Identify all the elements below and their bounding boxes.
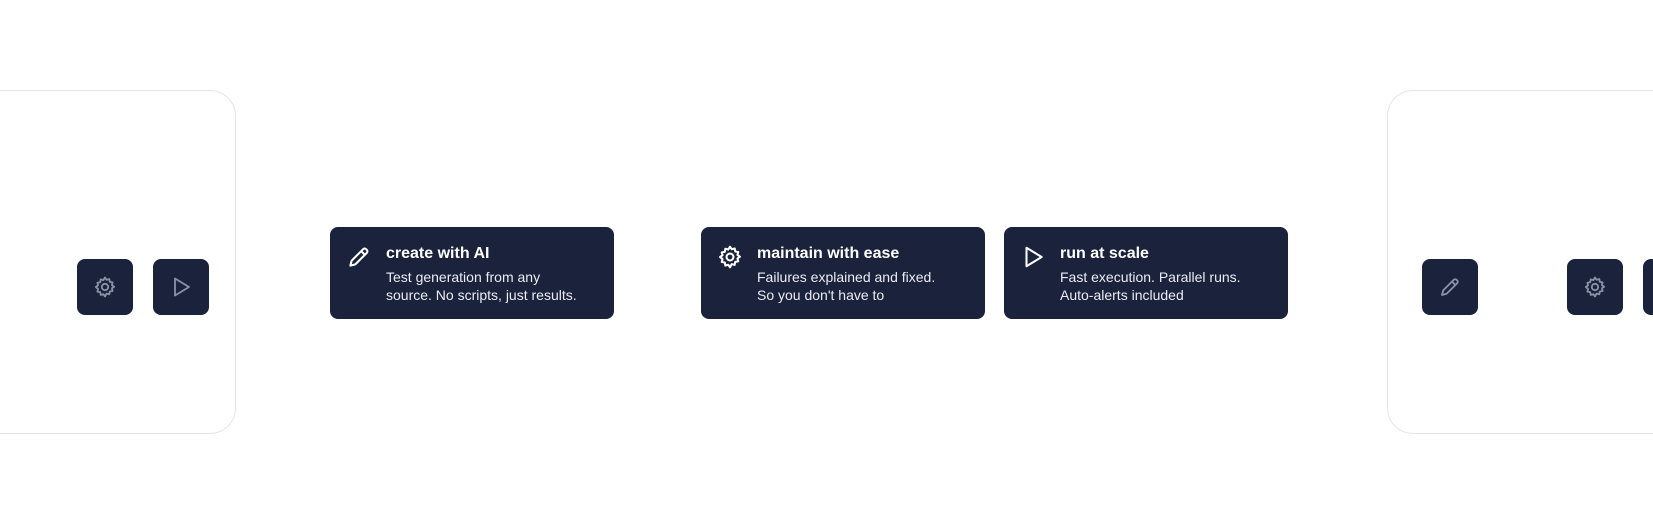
gear-icon (719, 245, 741, 269)
card-description-line: Auto-alerts included (1060, 287, 1184, 303)
gear-icon (94, 276, 116, 298)
card-title: create with AI (386, 245, 490, 262)
play-tile-left[interactable] (153, 259, 209, 315)
gear-tile-left[interactable] (77, 259, 133, 315)
pencil-icon (349, 247, 369, 267)
card-title: run at scale (1060, 245, 1149, 262)
gear-icon (1584, 276, 1606, 298)
card-description-line: Fast execution. Parallel runs. (1060, 269, 1241, 285)
feature-card-create[interactable]: create with AI Test generation from any … (330, 227, 614, 319)
pencil-tile-right[interactable] (1422, 259, 1478, 315)
card-description: Failures explained and fixed. So you don… (757, 268, 971, 304)
gear-tile-right[interactable] (1567, 259, 1623, 315)
feature-card-maintain[interactable]: maintain with ease Failures explained an… (701, 227, 985, 319)
card-description-line: Failures explained and fixed. (757, 269, 936, 285)
play-icon (174, 277, 190, 297)
card-title: maintain with ease (757, 245, 900, 262)
play-tile-right-partial[interactable] (1643, 259, 1653, 315)
play-icon (1025, 246, 1043, 268)
card-description: Fast execution. Parallel runs. Auto-aler… (1060, 268, 1274, 304)
card-description-line: So you don't have to (757, 287, 885, 303)
card-description: Test generation from any source. No scri… (386, 268, 600, 304)
pencil-icon (1441, 278, 1459, 296)
feature-card-run[interactable]: run at scale Fast execution. Parallel ru… (1004, 227, 1288, 319)
card-description-line: source. No scripts, just results. (386, 287, 577, 303)
card-description-line: Test generation from any (386, 269, 541, 285)
